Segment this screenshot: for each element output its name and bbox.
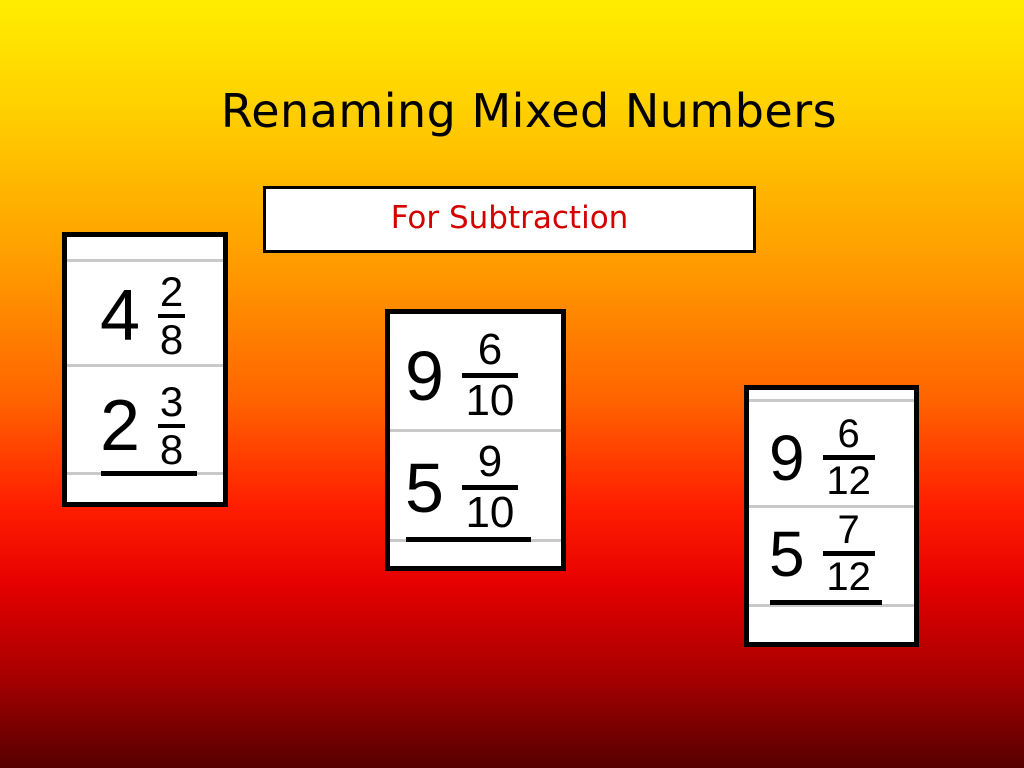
numerator: 3 (159, 378, 184, 425)
whole-number: 2 (100, 386, 141, 466)
fraction-bar (822, 551, 875, 556)
subtitle-box: For Subtraction (263, 186, 756, 253)
numerator: 2 (159, 268, 184, 315)
denominator: 8 (159, 426, 184, 473)
fraction-bar (822, 455, 875, 460)
fraction: 7 12 (822, 508, 875, 599)
fraction: 6 12 (822, 412, 875, 503)
denominator: 12 (826, 459, 871, 503)
denominator: 12 (826, 555, 871, 599)
denominator: 8 (159, 316, 184, 363)
numerator: 7 (837, 508, 860, 552)
subtrahend-mixed-number: 5 9 10 (405, 440, 518, 535)
fraction: 2 8 (158, 268, 186, 363)
card-rule-line (749, 399, 914, 402)
problem-card-3: 9 6 12 5 7 12 (744, 385, 919, 647)
subtitle-text: For Subtraction (390, 199, 629, 236)
whole-number: 5 (405, 448, 444, 527)
subtraction-line (770, 600, 882, 605)
subtraction-line (406, 537, 531, 542)
minuend-mixed-number: 4 2 8 (100, 268, 186, 363)
card-rule-line (749, 505, 914, 508)
fraction-bar (158, 424, 186, 428)
card-rule-line (67, 259, 223, 262)
numerator: 6 (837, 412, 860, 456)
whole-number: 5 (769, 517, 805, 590)
problem-card-1: 4 2 8 2 3 8 (62, 232, 228, 507)
card-rule-line (390, 429, 561, 432)
denominator: 10 (465, 376, 515, 425)
fraction-bar (158, 314, 186, 318)
minuend-mixed-number: 9 6 10 (405, 328, 518, 423)
numerator: 9 (477, 437, 503, 486)
fraction-bar (461, 485, 518, 490)
subtraction-line (101, 471, 197, 476)
card-rule-line (67, 364, 223, 367)
whole-number: 9 (405, 336, 444, 415)
fraction: 6 10 (461, 325, 518, 425)
whole-number: 4 (100, 276, 141, 356)
numerator: 6 (477, 325, 503, 374)
fraction-bar (461, 373, 518, 378)
fraction: 9 10 (461, 437, 518, 537)
fraction: 3 8 (158, 378, 186, 473)
minuend-mixed-number: 9 6 12 (769, 414, 875, 501)
card-rule-line (749, 604, 914, 607)
slide-title: Renaming Mixed Numbers (220, 84, 838, 138)
problem-card-2: 9 6 10 5 9 10 (385, 309, 566, 571)
whole-number: 9 (769, 421, 805, 494)
denominator: 10 (465, 488, 515, 537)
subtrahend-mixed-number: 5 7 12 (769, 510, 875, 597)
subtrahend-mixed-number: 2 3 8 (100, 378, 186, 473)
